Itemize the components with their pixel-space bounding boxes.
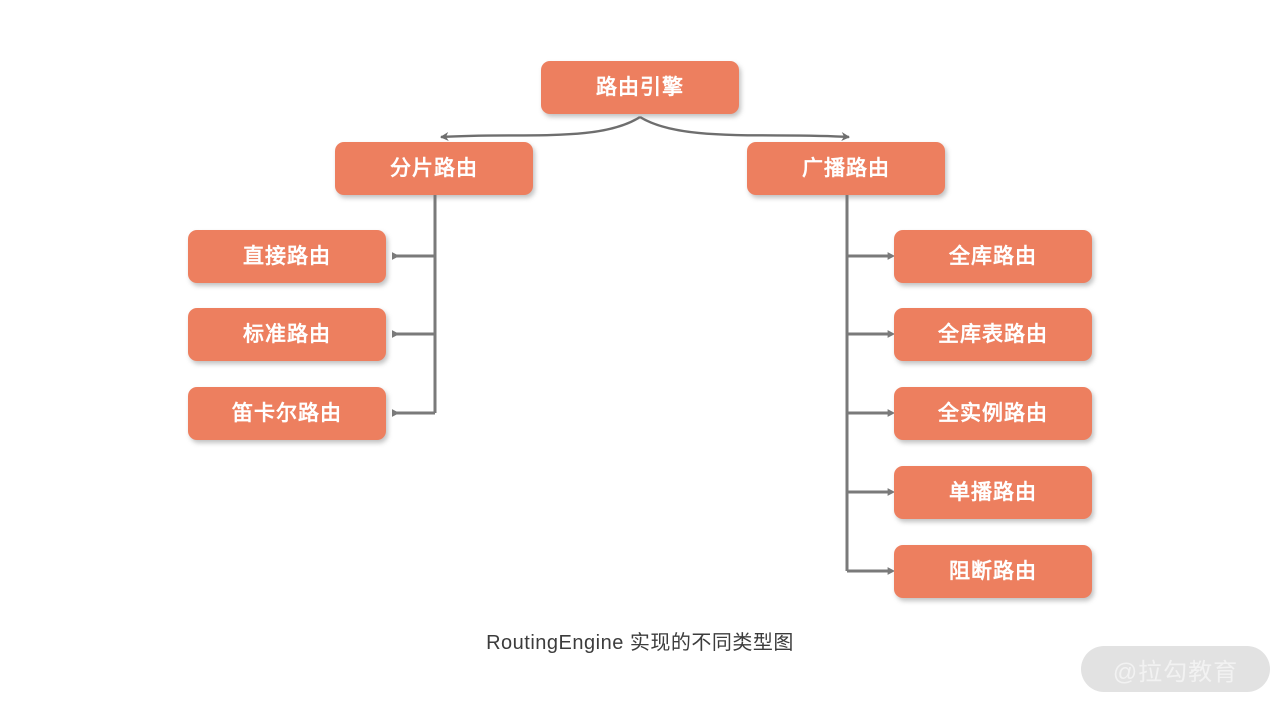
edge-root-to-sharding: [440, 115, 641, 142]
node-label: 直接路由: [243, 245, 331, 268]
node-full-database-table-routing[interactable]: 全库表路由: [894, 308, 1092, 361]
node-standard-routing[interactable]: 标准路由: [188, 308, 386, 361]
node-label: 单播路由: [949, 481, 1037, 504]
node-label: 分片路由: [390, 157, 478, 180]
node-full-database-routing[interactable]: 全库路由: [894, 230, 1092, 283]
node-direct-routing[interactable]: 直接路由: [188, 230, 386, 283]
node-cartesian-routing[interactable]: 笛卡尔路由: [188, 387, 386, 440]
node-label: 标准路由: [243, 323, 331, 346]
node-label: 全实例路由: [938, 402, 1048, 425]
diagram-caption: RoutingEngine 实现的不同类型图: [486, 632, 794, 654]
node-routing-engine[interactable]: 路由引擎: [541, 61, 739, 114]
node-label: 笛卡尔路由: [232, 402, 342, 425]
node-broadcast-routing[interactable]: 广播路由: [747, 142, 945, 195]
edge-root-to-broadcast: [639, 115, 850, 142]
node-sharding-routing[interactable]: 分片路由: [335, 142, 533, 195]
node-label: 路由引擎: [596, 76, 684, 99]
node-full-instance-routing[interactable]: 全实例路由: [894, 387, 1092, 440]
node-label: 广播路由: [802, 157, 890, 180]
node-label: 全库表路由: [938, 323, 1048, 346]
node-blocking-routing[interactable]: 阻断路由: [894, 545, 1092, 598]
watermark-label: @拉勾教育: [1112, 658, 1239, 686]
node-unicast-routing[interactable]: 单播路由: [894, 466, 1092, 519]
node-label: 阻断路由: [949, 560, 1037, 583]
watermark-badge: @拉勾教育: [1081, 646, 1270, 692]
node-label: 全库路由: [949, 245, 1037, 268]
